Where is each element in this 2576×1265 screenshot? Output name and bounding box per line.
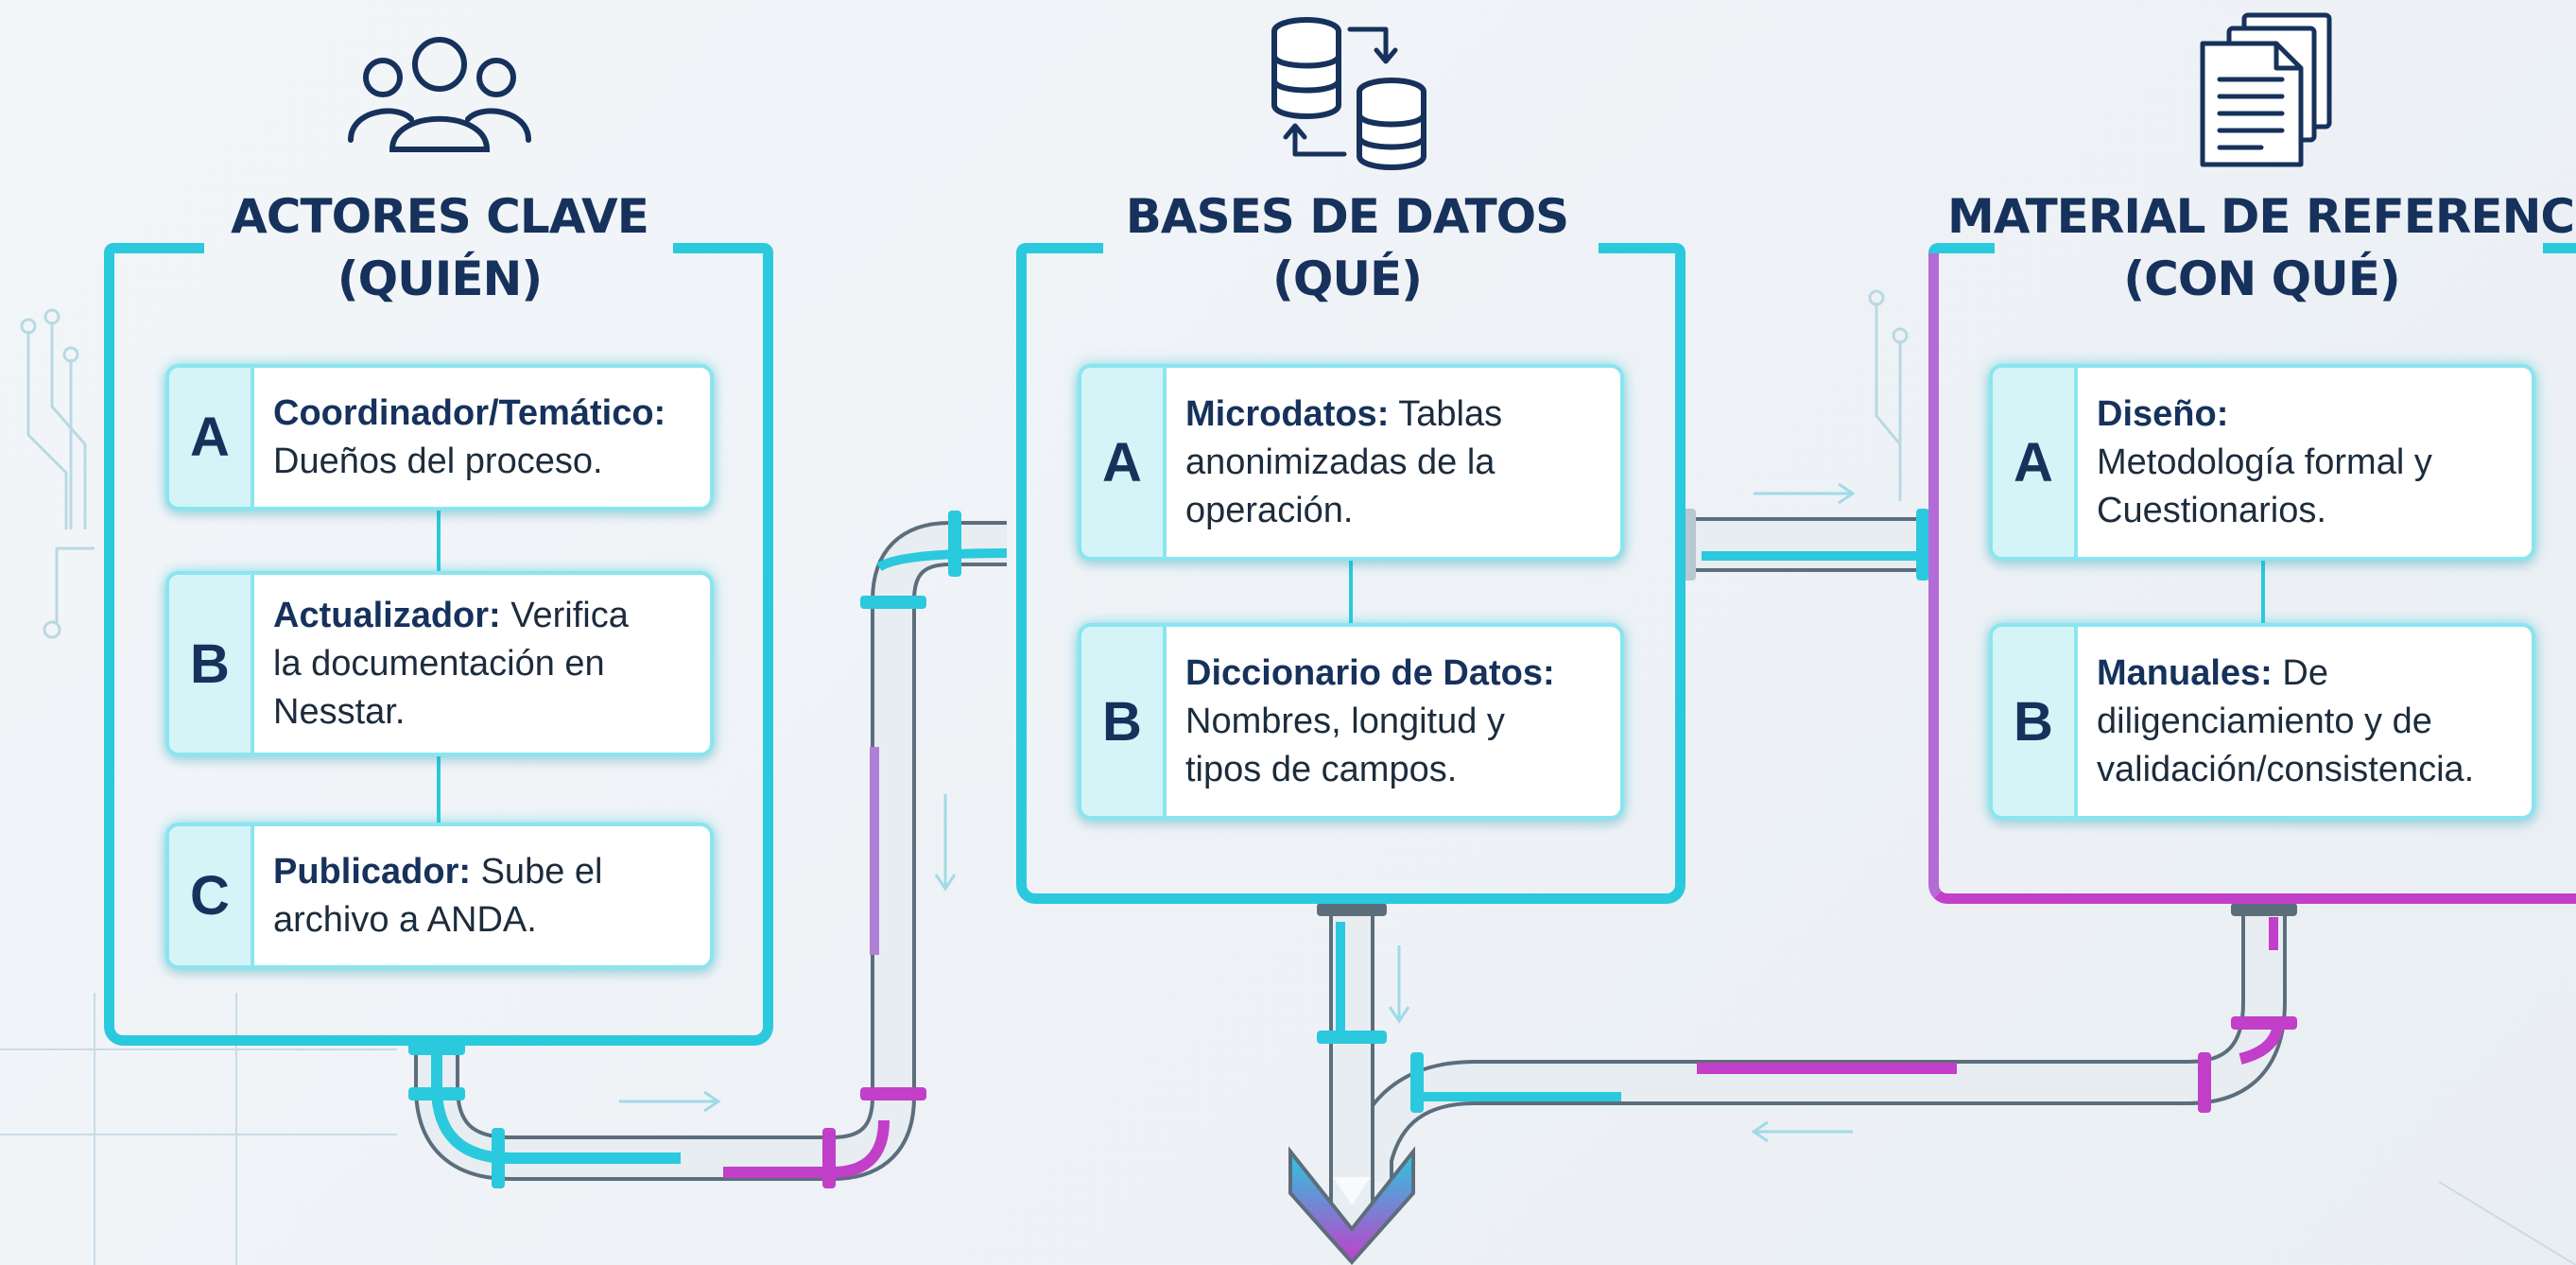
card-actores-c: C Publicador: Sube el archivo a ANDA. xyxy=(165,823,714,969)
card-line: Nombres, longitud y xyxy=(1185,701,1505,741)
card-line: Nesstar. xyxy=(273,691,406,732)
card-label-rest: De xyxy=(2272,652,2328,693)
card-letter: B xyxy=(1081,627,1167,816)
card-line: operación. xyxy=(1185,490,1354,530)
column-title-material: MATERIAL DE REFERENCIA (CON QUÉ) xyxy=(1947,185,2576,310)
card-actores-a: A Coordinador/Temático: Dueños del proce… xyxy=(165,364,714,511)
card-line: diligenciamiento y de xyxy=(2097,701,2432,741)
card-letter: B xyxy=(1993,627,2078,816)
flow-arrows xyxy=(619,482,1856,1143)
card-bases-b: B Diccionario de Datos: Nombres, longitu… xyxy=(1078,623,1624,820)
column-title-actores: ACTORES CLAVE (QUIÉN) xyxy=(189,185,690,310)
column-frame-actores xyxy=(104,243,773,1046)
database-transfer-icon xyxy=(1271,17,1426,170)
card-letter: A xyxy=(1993,368,2078,557)
card-label: Actualizador: xyxy=(273,595,501,635)
card-letter: A xyxy=(1081,368,1167,557)
people-group-icon xyxy=(348,37,531,152)
card-label: Diccionario de Datos: xyxy=(1185,652,1555,693)
card-text: Manuales: De diligenciamiento y de valid… xyxy=(2078,627,2491,816)
connector-line xyxy=(1349,561,1353,623)
documents-stack-icon xyxy=(2200,12,2332,167)
connector-line xyxy=(2261,561,2265,623)
card-text: Publicador: Sube el archivo a ANDA. xyxy=(254,826,619,965)
card-label: Microdatos: xyxy=(1185,393,1390,434)
grid-decoration xyxy=(0,993,2576,1265)
card-line: Cuestionarios. xyxy=(2097,490,2326,530)
card-letter: A xyxy=(169,368,254,507)
card-material-a: A Diseño: Metodología formal y Cuestiona… xyxy=(1989,364,2535,561)
card-label-rest: Sube el xyxy=(471,851,603,892)
card-line: Metodología formal y xyxy=(2097,442,2432,482)
card-label-rest: Verifica xyxy=(500,595,629,635)
card-line: archivo a ANDA. xyxy=(273,899,537,940)
card-line: tipos de campos. xyxy=(1185,749,1458,789)
pipe-col2-to-col3 xyxy=(1683,509,1929,581)
card-label: Publicador: xyxy=(273,851,472,892)
card-label: Diseño: xyxy=(2097,393,2229,434)
column-title-line1: BASES DE DATOS xyxy=(1125,189,1569,244)
card-label: Coordinador/Temático: xyxy=(273,392,666,433)
card-text: Microdatos: Tablas anonimizadas de la op… xyxy=(1167,368,1519,557)
card-letter: B xyxy=(169,575,254,753)
card-actores-b: B Actualizador: Verifica la documentació… xyxy=(165,571,714,756)
card-letter: C xyxy=(169,826,254,965)
column-title-line2: (QUIÉN) xyxy=(337,251,543,306)
connector-line xyxy=(437,756,441,823)
card-line: anonimizadas de la xyxy=(1185,442,1495,482)
card-text: Diseño: Metodología formal y Cuestionari… xyxy=(2078,368,2449,557)
connector-line xyxy=(437,511,441,571)
pipe-col3-to-output xyxy=(1288,903,2297,1265)
card-material-b: B Manuales: De diligenciamiento y de val… xyxy=(1989,623,2535,820)
circuit-decoration-mid xyxy=(1868,289,1909,501)
column-title-line2: (QUÉ) xyxy=(1272,251,1423,306)
card-text: Actualizador: Verifica la documentación … xyxy=(254,575,646,753)
card-label: Manuales: xyxy=(2097,652,2273,693)
card-line: la documentación en xyxy=(273,643,605,684)
card-line: Dueños del proceso. xyxy=(273,441,603,481)
circuit-decoration-left xyxy=(20,308,95,639)
card-bases-a: A Microdatos: Tablas anonimizadas de la … xyxy=(1078,364,1624,561)
card-line: validación/consistencia. xyxy=(2097,749,2475,789)
card-label-rest: Tablas xyxy=(1389,393,1503,434)
column-frame-bases xyxy=(1016,243,1686,904)
column-title-bases: BASES DE DATOS (QUÉ) xyxy=(1097,185,1598,310)
card-text: Diccionario de Datos: Nombres, longitud … xyxy=(1167,627,1572,816)
column-title-line1: MATERIAL DE REFERENCIA xyxy=(1947,189,2576,244)
column-title-line1: ACTORES CLAVE xyxy=(231,189,649,244)
card-text: Coordinador/Temático: Dueños del proceso… xyxy=(254,368,683,507)
column-frame-material xyxy=(1928,243,2576,904)
column-title-line2: (CON QUÉ) xyxy=(2123,251,2400,306)
pipe-col1-to-col2 xyxy=(408,511,1008,1188)
